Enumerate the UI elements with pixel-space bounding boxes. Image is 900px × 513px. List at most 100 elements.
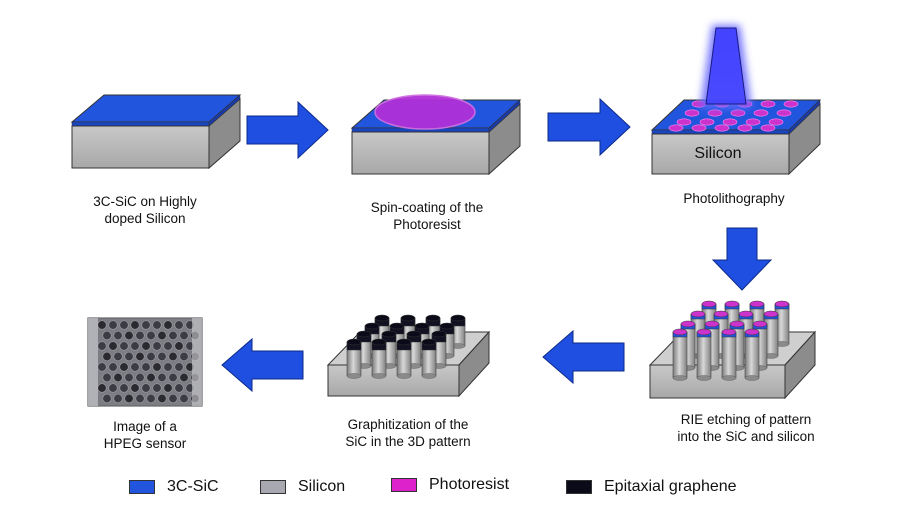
photoresist-dot [768,118,784,126]
sensor-cell [130,383,140,393]
pillar-cap [713,310,729,318]
sensor-cell [130,320,140,330]
pillar-cap [364,322,380,330]
sensor-cell [179,372,189,383]
photoresist-dot [737,124,753,132]
sensor-cell [179,351,189,362]
photoresist-dot [783,100,799,108]
legend-label-graphene: Epitaxial graphene [604,478,737,495]
pillar [672,331,688,379]
sensor-cell [141,383,151,393]
arrow-left-2 [221,337,304,393]
arrow-right-1 [246,100,329,160]
pillar-cap [356,330,372,338]
pillar-cap [704,320,720,328]
pillar-cap [421,338,437,346]
pillar-base [396,373,412,379]
legend-item-photoresist: Photoresist [391,475,509,495]
caption-step-2-line2: Photoresist [393,217,461,232]
sensor-cell [157,351,167,362]
sensor-cell [141,320,151,330]
block-3csic-on-silicon [70,94,242,170]
arrow-left-1 [542,329,625,385]
sensor-cell [124,351,134,362]
sensor-cell [146,372,156,383]
pillar-cap [346,338,362,346]
sensor-cell [108,383,118,393]
pillar-base [371,373,387,379]
sensor-cell [152,362,162,372]
caption-step-4-line2: into the SiC and silicon [677,429,815,444]
sensor-cell [124,330,134,341]
sensor-cell [130,362,140,372]
sensor-cell [97,320,107,330]
pillar-cap [701,300,717,308]
sensor-cell [119,320,129,330]
sensor-cell [168,330,178,341]
photoresist-dot [684,109,700,117]
photoresist-dot [691,124,707,132]
sensor-cell [152,341,162,351]
sensor-cell [108,341,118,351]
sensor-cell [119,341,129,351]
sensor-cell [174,383,184,393]
photoresist-dot [730,109,746,117]
block-rie-etching [648,300,817,400]
sensor-cell [124,393,134,404]
legend-label-silicon: Silicon [298,478,346,495]
pillar [696,331,712,379]
legend-label-photoresist: Photoresist [429,476,510,493]
sensor-cell [163,320,173,330]
sensor-cell [119,362,129,372]
sensor-cell [97,341,107,351]
sensor-cell [130,341,140,351]
caption-step-3-line1: Photolithography [683,191,785,206]
caption-step-1: 3C-SiC on Highly doped Silicon [70,193,220,227]
photoresist-dot [676,118,692,126]
pillar-base [721,375,737,381]
pillar-cap [680,320,696,328]
caption-step-5: Graphitization of the SiC in the 3D patt… [333,416,483,450]
sensor-cell [141,362,151,372]
photoresist-dot [745,118,761,126]
sensor-cell [113,372,123,383]
arrow-right-2 [547,97,631,157]
sensor-cell [146,393,156,404]
legend-item-epitaxial-graphene: Epitaxial graphene [566,477,737,497]
sensor-cell [146,330,156,341]
sensor-cell [163,383,173,393]
pillar-cap [400,314,416,322]
caption-step-2: Spin-coating of the Photoresist [352,199,502,233]
pillar-cap [406,330,422,338]
photoresist-dot [714,124,730,132]
sensor-cell [135,330,145,341]
legend-swatch-graphene [566,480,592,494]
sensor-cell [135,351,145,362]
sensor-cell [113,330,123,341]
photoresist-dot [722,118,738,126]
sensor-cell [135,393,145,404]
caption-step-1-line1: 3C-SiC on Highly [93,194,197,209]
pillar-cap [439,322,455,330]
legend-swatch-3csic [129,480,155,494]
pillar-cap [774,300,790,308]
block-spin-coating [350,94,522,176]
block-photolithography [650,25,822,176]
pillar-cap [721,328,737,336]
photoresist-drop [374,94,476,130]
sensor-cell [174,341,184,351]
legend-item-silicon: Silicon [260,477,345,497]
pillar-cap [396,338,412,346]
sensor-cell [102,330,112,341]
caption-step-1-line2: doped Silicon [104,211,186,226]
sensor-cell [113,393,123,404]
sensor-cell [157,330,167,341]
pillar-base [421,373,437,379]
sensor-cell [168,372,178,383]
caption-step-5-line1: Graphitization of the [347,417,469,432]
caption-step-5-line2: SiC in the 3D pattern [345,434,471,449]
sensor-cell [113,351,123,362]
photoresist-dot [760,100,776,108]
sensor-cell [102,351,112,362]
